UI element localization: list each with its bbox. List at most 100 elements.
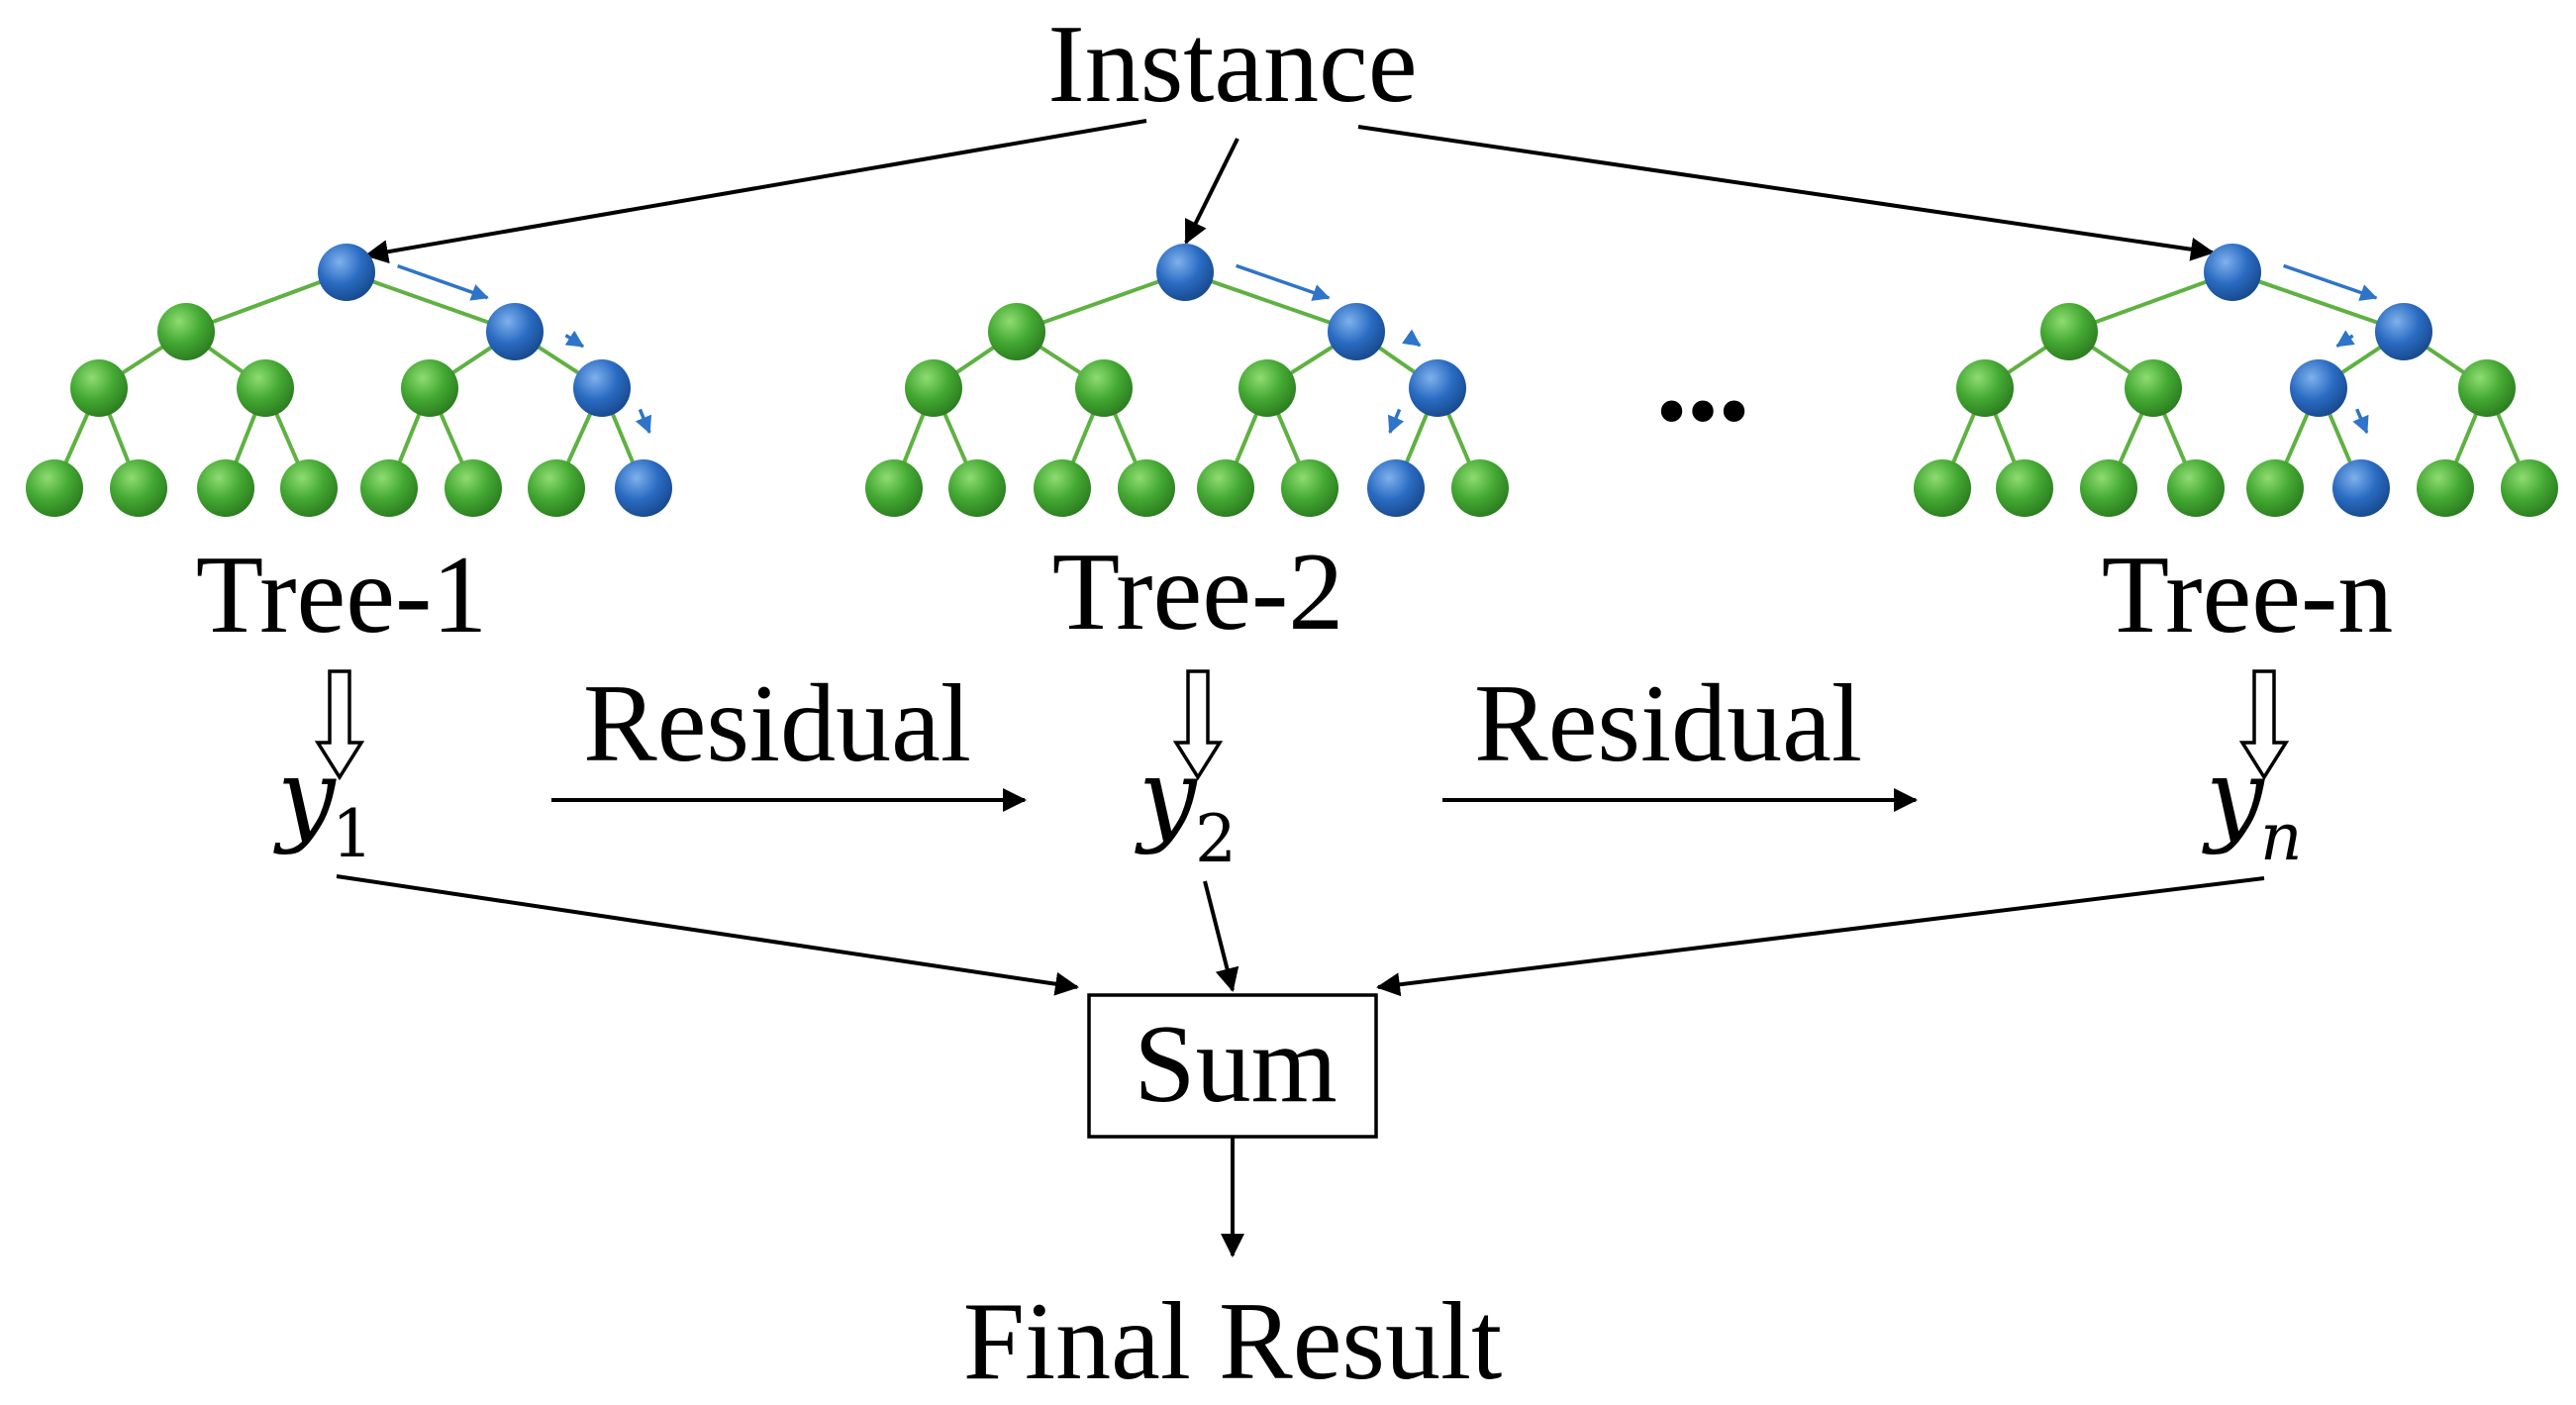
tree-1 [26,244,672,517]
output-y2: y 2 [1135,736,1237,877]
instance-title: Instance [1047,3,1417,126]
tree-node [237,359,294,417]
tree-label-1: Tree-1 [196,534,488,656]
path-arrow [1387,408,1405,435]
path-arrow [1402,329,1422,348]
tree-node [70,359,128,417]
tree-node [1451,459,1509,517]
instance-to-tree-2-arrow [1184,138,1239,245]
y2-to-sum-arrow [1203,880,1239,992]
tree-node [865,459,923,517]
tree-node [1238,359,1296,417]
tree-2-nodes [865,244,1509,517]
tree-node [1034,459,1091,517]
output-y1-symbol: y [273,736,337,856]
tree-3-nodes [1914,244,2558,517]
tree-label-n: Tree-n [2102,534,2394,656]
tree-node [197,459,254,517]
tree-node-active [1367,459,1425,517]
path-arrow [397,263,489,301]
tree-1-path-arrows [397,263,652,435]
tree-node [2458,359,2516,417]
output-y1-subscript: 1 [332,796,373,872]
tree-node [1996,459,2053,517]
tree-node [2246,459,2304,517]
tree-node [110,459,167,517]
hollow-down-arrow-n [2238,669,2290,781]
hollow-down-arrow-2 [1172,669,1224,781]
tree-node [2167,459,2225,517]
tree-edge [2231,270,2405,334]
tree-1-nodes [26,244,672,517]
tree-node [445,459,502,517]
tree-node [1118,459,1175,517]
residual-label-2: Residual [1474,662,1862,785]
output-y2-symbol: y [1135,736,1198,856]
path-arrow [564,330,585,349]
tree-node-active [1409,359,1466,417]
tree-node-active [1156,244,1214,301]
tree-node [2501,459,2558,517]
sum-box [1087,993,1378,1139]
path-arrow [2335,330,2355,349]
sum-label: Sum [1134,1003,1337,1126]
tree-3-path-arrows [2283,263,2378,435]
tree-node-active [486,303,544,360]
instance-to-tree-1-arrow [364,119,1147,264]
tree-node [1956,359,2014,417]
hollow-down-arrow-1 [314,669,365,781]
tree-edge [2068,270,2233,334]
tree-node [528,459,585,517]
tree-node [905,359,962,417]
tree-node-active [2204,244,2261,301]
path-arrow [635,408,652,435]
tree-edge [1016,270,1186,334]
tree-node [401,359,458,417]
residual-label-1: Residual [583,662,971,785]
output-yn-symbol: y [2202,736,2265,856]
tree-node [2125,359,2182,417]
path-arrow [2283,263,2378,301]
tree-node [2417,459,2474,517]
output-y2-subscript: 2 [1195,801,1237,877]
tree-node [988,303,1045,360]
tree-label-2: Tree-2 [1052,531,1344,653]
tree-2-edges [892,270,1482,489]
trees-layer [26,244,2558,517]
tree-node [1197,459,1254,517]
tree-node [157,303,215,360]
tree-node-active [2375,303,2432,360]
tree-node [948,459,1006,517]
yn-to-sum-arrow [1376,876,2265,997]
tree-edge [346,270,516,334]
tree-3-edges [1940,270,2531,489]
tree-node-active [2290,359,2347,417]
tree-1-edges [52,270,645,489]
tree-2 [865,244,1509,517]
ellipsis: ••• [1656,362,1750,460]
tree-node-active [2332,459,2390,517]
output-yn: y n [2202,736,2303,875]
tree-node [26,459,83,517]
tree-3 [1914,244,2558,517]
tree-node-active [573,359,631,417]
tree-node [1281,459,1338,517]
tree-node-active [615,459,672,517]
tree-node [2080,459,2137,517]
tree-node-active [1328,303,1385,360]
tree-node [2040,303,2098,360]
final-result-label: Final Result [963,1280,1502,1403]
path-arrow [1236,263,1331,301]
path-arrow [2352,408,2369,435]
tree-node [1914,459,1971,517]
tree-node-active [318,244,375,301]
instance-to-tree-n-arrow [1357,125,2215,261]
output-y1: y 1 [273,736,373,872]
y1-to-sum-arrow [336,874,1079,996]
tree-node [280,459,338,517]
tree-2-path-arrows [1236,263,1422,435]
output-yn-subscript: n [2260,799,2303,875]
tree-node [360,459,418,517]
tree-node [1075,359,1133,417]
